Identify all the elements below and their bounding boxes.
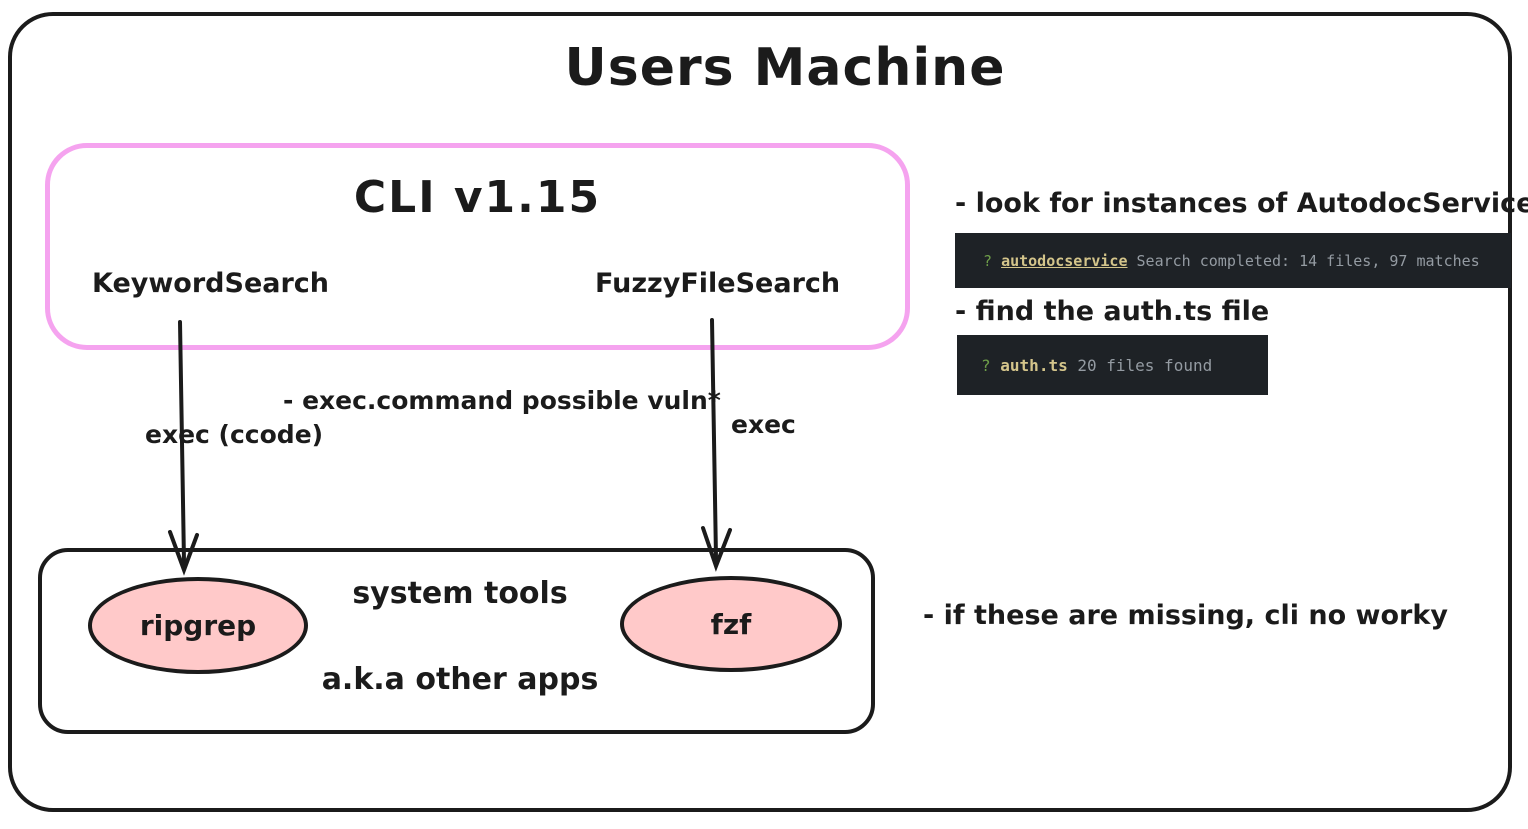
terminal-result-autodocservice: Search completed: 14 files, 97 matches — [1136, 251, 1480, 270]
ripgrep-ellipse: ripgrep — [88, 577, 308, 674]
system-tools-title: system tools — [352, 576, 568, 611]
terminal-prompt-icon: ? — [981, 355, 991, 375]
system-tools-box — [38, 548, 875, 734]
fzf-label: fzf — [710, 607, 752, 641]
terminal-prompt-icon: ? — [983, 251, 993, 270]
terminal-query-autodocservice: autodocservice — [1001, 251, 1128, 270]
users-machine-title: Users Machine — [564, 38, 1006, 98]
users-machine-box — [8, 12, 1512, 812]
exec-command-vuln-note: - exec.command possible vuln* — [283, 386, 721, 415]
fuzzyfilesearch-label: FuzzyFileSearch — [595, 268, 841, 299]
cli-box — [45, 143, 910, 350]
note-find-authts: - find the auth.ts file — [955, 296, 1270, 327]
note-look-for-autodocservice: - look for instances of AutodocService — [955, 188, 1528, 219]
fzf-ellipse: fzf — [620, 576, 842, 672]
keywordsearch-label: KeywordSearch — [92, 268, 330, 299]
terminal-authts-search: ? auth.ts 20 files found — [957, 335, 1268, 395]
exec-label: exec — [731, 410, 796, 439]
terminal-autodocservice-search: ? autodocservice Search completed: 14 fi… — [955, 233, 1511, 288]
note-missing-tools: - if these are missing, cli no worky — [923, 600, 1448, 631]
system-tools-subtitle: a.k.a other apps — [321, 662, 599, 697]
cli-version-title: CLI v1.15 — [353, 172, 602, 223]
terminal-query-authts: auth.ts — [1000, 355, 1068, 375]
exec-ccode-label: exec (ccode) — [145, 420, 324, 449]
ripgrep-label: ripgrep — [139, 609, 257, 642]
terminal-result-authts: 20 files found — [1077, 355, 1213, 375]
